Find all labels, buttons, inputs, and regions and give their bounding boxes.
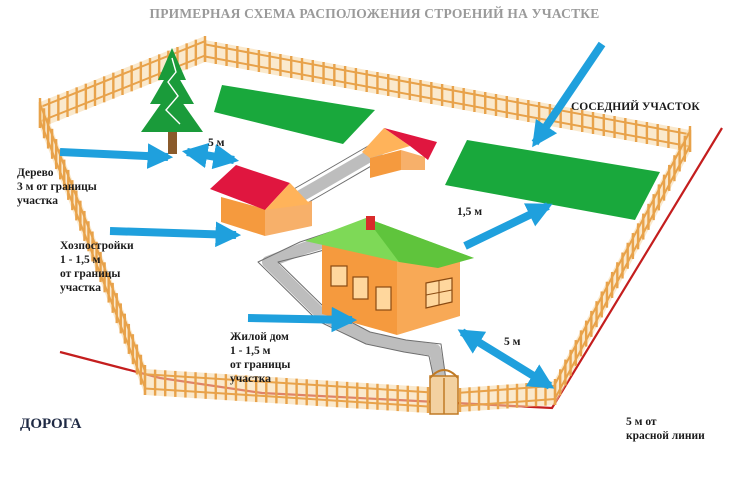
neighbor-plot-label: СОСЕДНИЙ УЧАСТОК: [571, 99, 700, 113]
red-line-label: 5 м от красной линии: [626, 416, 705, 442]
arrow-neighbor-plot: [531, 41, 606, 148]
tree-distance-label: 5 м: [208, 137, 225, 149]
house-fence-distance-label: 5 м: [504, 336, 521, 348]
gate-icon: [429, 369, 459, 415]
outbuildings-label: Хозпостройки 1 - 1,5 м от границы участк…: [60, 240, 137, 294]
diagram-title: ПРИМЕРНАЯ СХЕМА РАСПОЛОЖЕНИЯ СТРОЕНИЙ НА…: [150, 6, 600, 21]
tree-label: Дерево 3 м от границы участка: [17, 167, 100, 207]
house-label: Жилой дом 1 - 1,5 м от границы участка: [230, 331, 293, 385]
arrow-house-garden: [463, 202, 553, 250]
fir-tree-icon: [141, 48, 203, 154]
lawn-right: [445, 140, 660, 220]
house-garden-distance-label: 1,5 м: [457, 206, 482, 218]
arrow-house: [247, 306, 358, 333]
distance-arrows: [59, 41, 606, 390]
road-label: ДОРОГА: [20, 416, 82, 432]
arrow-house-fence: [457, 328, 555, 390]
arrow-outbuildings: [109, 221, 242, 248]
shed-icon: [210, 165, 312, 236]
arrow-tree: [59, 143, 174, 169]
small-house-icon: [362, 128, 437, 178]
arrow-tree-distance: [181, 142, 240, 170]
fence: [38, 36, 692, 413]
lawn-back: [214, 85, 375, 144]
